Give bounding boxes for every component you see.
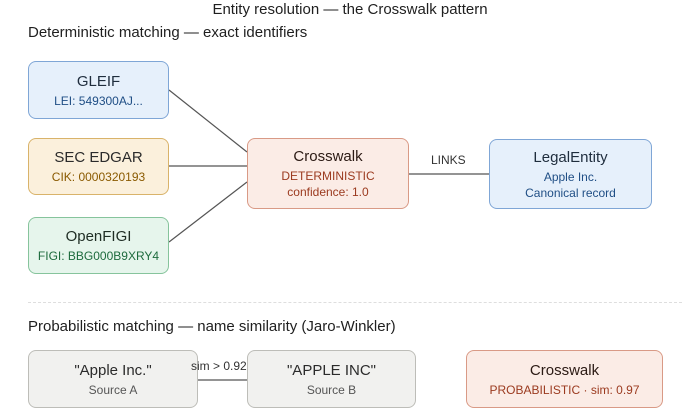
- deterministic-heading: Deterministic matching — exact identifie…: [28, 24, 308, 41]
- source-a-node: "Apple Inc." Source A: [28, 350, 198, 408]
- crosswalk-deterministic-mode: DETERMINISTIC: [281, 169, 375, 183]
- crosswalk-probabilistic-score: PROBABILISTIC · sim: 0.97: [489, 382, 640, 397]
- source-b-label: Source B: [306, 382, 357, 397]
- legal-entity-node: LegalEntity Apple Inc. Canonical record: [489, 139, 652, 209]
- source-a-name: "Apple Inc.": [74, 361, 152, 379]
- gleif-node: GLEIF LEI: 549300AJ...: [28, 61, 169, 119]
- sec-edgar-name: SEC EDGAR: [54, 149, 143, 166]
- edge-gleif-crosswalk: [168, 89, 248, 153]
- diagram-title: Entity resolution — the Crosswalk patter…: [212, 1, 488, 18]
- gleif-name: GLEIF: [76, 72, 121, 90]
- source-b-name: "APPLE INC": [286, 361, 376, 379]
- openfigi-identifier: FIGI: BBG000B9XRY4: [37, 249, 160, 263]
- gleif-identifier: LEI: 549300AJ...: [54, 93, 143, 108]
- similarity-edge-label: sim > 0.92: [191, 359, 247, 373]
- legal-entity-description: Canonical record: [525, 185, 616, 200]
- sec-edgar-identifier: CIK: 0000320193: [51, 170, 146, 184]
- links-edge-label: LINKS: [431, 153, 466, 167]
- crosswalk-deterministic-name: Crosswalk: [293, 148, 363, 165]
- source-a-label: Source A: [88, 382, 138, 397]
- legal-entity-value: Apple Inc.: [543, 169, 598, 184]
- legal-entity-name: LegalEntity: [533, 148, 608, 166]
- edge-openfigi-crosswalk: [168, 181, 248, 243]
- crosswalk-deterministic-confidence: confidence: 1.0: [287, 185, 369, 199]
- openfigi-node: OpenFIGI FIGI: BBG000B9XRY4: [28, 217, 169, 274]
- crosswalk-probabilistic-node: Crosswalk PROBABILISTIC · sim: 0.97: [466, 350, 663, 408]
- section-divider: [28, 302, 682, 303]
- openfigi-name: OpenFIGI: [65, 228, 132, 245]
- source-b-node: "APPLE INC" Source B: [247, 350, 416, 408]
- sec-edgar-node: SEC EDGAR CIK: 0000320193: [28, 138, 169, 195]
- crosswalk-probabilistic-name: Crosswalk: [529, 361, 600, 379]
- probabilistic-heading: Probabilistic matching — name similarity…: [28, 318, 396, 335]
- crosswalk-deterministic-node: Crosswalk DETERMINISTIC confidence: 1.0: [247, 138, 409, 209]
